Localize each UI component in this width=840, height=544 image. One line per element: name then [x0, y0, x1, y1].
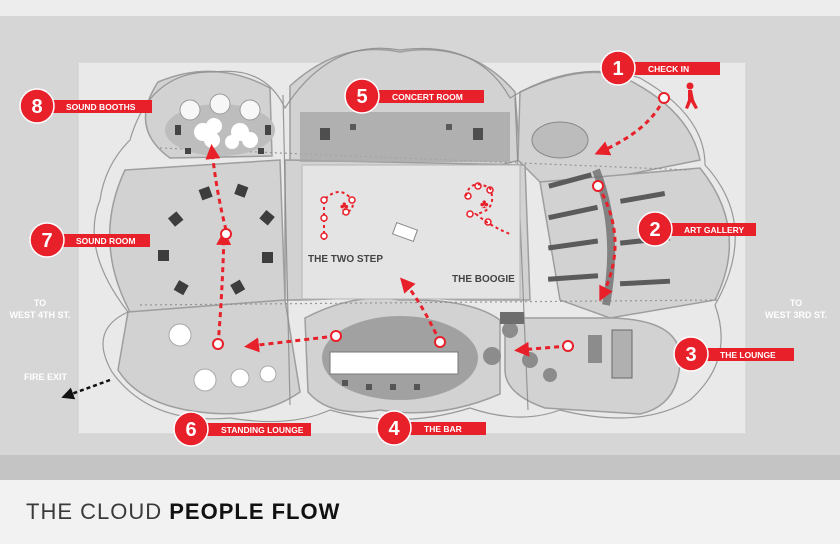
station-number-badge — [19, 88, 55, 124]
station-number-badge — [173, 411, 209, 447]
footer: THE CLOUD PEOPLE FLOW — [0, 480, 840, 544]
station-label-box — [670, 223, 756, 236]
flow-nodes — [212, 92, 670, 352]
station-label-box — [378, 90, 484, 103]
title-bold: PEOPLE FLOW — [169, 499, 341, 524]
dj-booth — [391, 221, 419, 243]
sound-booth-pods — [165, 93, 275, 156]
station-label: CHECK IN — [648, 64, 689, 74]
station-label-box — [62, 234, 150, 247]
street-right-line2: WEST 3RD ST. — [765, 310, 827, 320]
station-4: THE BAR 4 — [376, 410, 486, 446]
station-2: ART GALLERY 2 — [637, 211, 756, 247]
station-6: STANDING LOUNGE 6 — [173, 411, 311, 447]
station-number-badge — [344, 78, 380, 114]
station-label: STANDING LOUNGE — [221, 425, 304, 435]
floor-plan: ♣ ♣ THE TWO STEP THE BOOGIE TO WEST 4TH … — [0, 0, 840, 480]
dancer-icon-2: ♣ — [480, 196, 489, 211]
people-flow-paths — [205, 97, 666, 357]
fire-exit-label: FIRE EXIT — [24, 372, 68, 382]
street-left-line1: TO — [34, 298, 46, 308]
station-7: SOUND ROOM 7 — [29, 222, 150, 258]
station-label-box — [207, 423, 311, 436]
fire-exit-arrow — [61, 378, 111, 400]
boogie-pattern — [465, 183, 511, 235]
dancer-icon: ♣ — [340, 198, 349, 213]
station-number: 5 — [356, 86, 367, 108]
station-number: 8 — [31, 96, 42, 118]
station-number-badge — [29, 222, 65, 258]
station-number-badge — [376, 410, 412, 446]
standing-tables — [168, 323, 277, 392]
page-title: THE CLOUD PEOPLE FLOW — [26, 499, 340, 525]
check-in-desk — [531, 121, 589, 159]
lounge-seating — [483, 312, 633, 382]
station-number-badge — [673, 336, 709, 372]
station-label: SOUND BOOTHS — [66, 102, 136, 112]
station-label: CONCERT ROOM — [392, 92, 463, 102]
station-8: SOUND BOOTHS 8 — [19, 88, 152, 124]
station-label-box — [706, 348, 794, 361]
station-label-box — [634, 62, 720, 75]
street-right-line1: TO — [790, 298, 802, 308]
station-label-box — [52, 100, 152, 113]
sound-room-speakers — [158, 183, 275, 296]
station-number: 7 — [41, 230, 52, 252]
bar-counter — [322, 316, 478, 400]
station-number-badge — [600, 50, 636, 86]
station-1: CHECK IN 1 — [600, 50, 720, 86]
walking-person-icon — [685, 82, 698, 109]
two-step-label: THE TWO STEP — [308, 254, 383, 265]
station-5: CONCERT ROOM 5 — [344, 78, 484, 114]
station-number-badge — [637, 211, 673, 247]
station-label-box — [410, 422, 486, 435]
station-label: THE BAR — [424, 424, 462, 434]
station-number: 2 — [649, 219, 660, 241]
station-label: ART GALLERY — [684, 225, 744, 235]
station-number: 3 — [685, 344, 696, 366]
title-light: THE CLOUD — [26, 499, 163, 524]
station-3: THE LOUNGE 3 — [673, 336, 794, 372]
station-number: 4 — [388, 418, 400, 440]
station-label: THE LOUNGE — [720, 350, 776, 360]
station-number: 6 — [185, 419, 196, 441]
street-left-line2: WEST 4TH ST. — [9, 310, 70, 320]
station-label: SOUND ROOM — [76, 236, 136, 246]
boogie-label: THE BOOGIE — [452, 274, 515, 285]
station-number: 1 — [612, 58, 623, 80]
